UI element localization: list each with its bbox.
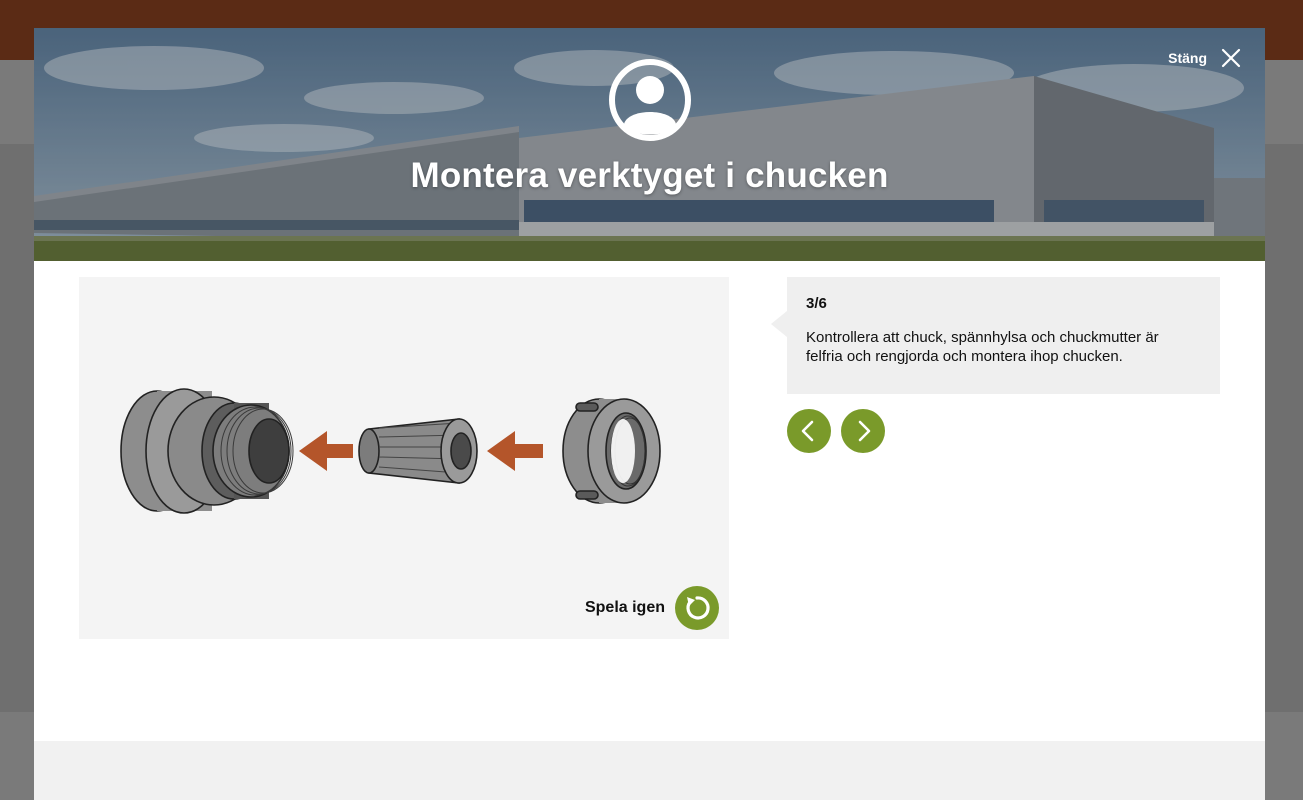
hero-banner: Montera verktyget i chucken Stäng: [34, 28, 1265, 261]
step-text: Kontrollera att chuck, spännhylsa och ch…: [806, 329, 1159, 365]
chuck-nut-part: [562, 398, 661, 504]
factory-building-image: [34, 28, 1265, 261]
arrow-left-icon: [487, 431, 543, 471]
chuck-assembly-drawing: [120, 388, 661, 514]
replay-icon: [675, 586, 719, 630]
step-navigation: [787, 409, 885, 453]
replay-button[interactable]: Spela igen: [585, 586, 719, 630]
replay-label: Spela igen: [584, 599, 665, 616]
chevron-left-icon: [801, 420, 814, 442]
close-label: Stäng: [1168, 50, 1207, 66]
prev-step-button[interactable]: [787, 409, 831, 453]
step-description: 3/6 Kontrollera att chuck, spännhylsa oc…: [771, 277, 1220, 394]
modal-title: Montera verktyget i chucken: [410, 156, 889, 195]
chevron-right-icon: [858, 420, 871, 442]
close-icon: [1221, 48, 1241, 68]
collet-part: [358, 418, 478, 484]
arrow-left-icon: [299, 431, 353, 471]
modal-footer: [34, 741, 1265, 800]
chuck-body-part: [120, 388, 294, 514]
step-modal: Montera verktyget i chucken Stäng: [34, 28, 1265, 800]
user-circle-icon: [609, 59, 691, 141]
step-illustration: Spela igen: [79, 277, 729, 639]
next-step-button[interactable]: [841, 409, 885, 453]
close-button[interactable]: Stäng: [1168, 46, 1241, 70]
step-counter: 3/6: [806, 295, 827, 312]
